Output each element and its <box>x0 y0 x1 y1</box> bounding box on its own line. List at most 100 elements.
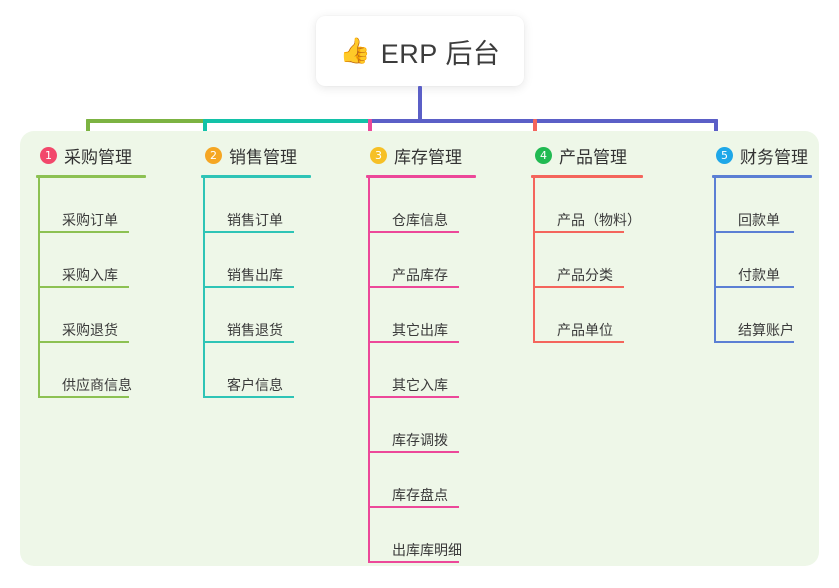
branch-item[interactable]: 库存调拨 <box>368 398 526 453</box>
branch-title: 采购管理 <box>64 147 132 167</box>
connector-bus-segment-right <box>368 119 718 123</box>
branch-item[interactable]: 回款单 <box>714 178 822 233</box>
branch-item-underline <box>716 286 794 288</box>
branch-item-underline <box>40 286 129 288</box>
branch-title: 产品管理 <box>559 147 627 167</box>
branch-item-underline <box>205 396 294 398</box>
branch-item[interactable]: 采购订单 <box>38 178 196 233</box>
branch-header-underline <box>201 175 311 178</box>
branch-item-underline <box>370 451 459 453</box>
branch-item-label: 销售出库 <box>227 267 283 283</box>
branch-item-underline <box>370 506 459 508</box>
branch-item[interactable]: 销售订单 <box>203 178 361 233</box>
branch-item-underline <box>40 231 129 233</box>
branch-item[interactable]: 采购退货 <box>38 288 196 343</box>
branch-item[interactable]: 供应商信息 <box>38 343 196 398</box>
connector-bus-segment-middle <box>203 119 369 123</box>
branch-item[interactable]: 产品库存 <box>368 233 526 288</box>
branch-item-label: 销售订单 <box>227 212 283 228</box>
branch-item-underline <box>370 341 459 343</box>
branch-item-label: 供应商信息 <box>62 377 132 393</box>
branch-title: 销售管理 <box>229 147 297 167</box>
branch-item[interactable]: 采购入库 <box>38 233 196 288</box>
branch-item-list: 销售订单销售出库销售退货客户信息 <box>201 178 361 398</box>
branch-item-underline <box>535 231 624 233</box>
branch-item-underline <box>535 341 624 343</box>
branch-header-1[interactable]: 1 采购管理 <box>36 141 196 169</box>
connector-bus-segment-left <box>86 119 204 123</box>
branch-item-label: 付款单 <box>738 267 780 283</box>
branch-item-label: 采购退货 <box>62 322 118 338</box>
branch-header-2[interactable]: 2 销售管理 <box>201 141 361 169</box>
diagram-panel <box>20 131 819 566</box>
branch-item-label: 产品库存 <box>392 267 448 283</box>
branch-item-underline <box>40 341 129 343</box>
branch-item-label: 结算账户 <box>738 322 794 338</box>
branch-item[interactable]: 库存盘点 <box>368 453 526 508</box>
branch-item[interactable]: 产品（物料） <box>533 178 701 233</box>
branch-index-badge: 5 <box>716 146 733 164</box>
branch-item-underline <box>370 231 459 233</box>
branch-item-label: 库存盘点 <box>392 487 448 503</box>
branch-item[interactable]: 产品单位 <box>533 288 701 343</box>
branch-header-underline <box>712 175 812 178</box>
branch-item-underline <box>205 286 294 288</box>
branch-item-label: 销售退货 <box>227 322 283 338</box>
branch-item-label: 产品单位 <box>557 322 613 338</box>
branch-item-list: 仓库信息产品库存其它出库其它入库库存调拨库存盘点出库库明细 <box>366 178 526 563</box>
branch-item-label: 客户信息 <box>227 377 283 393</box>
branch-item-label: 回款单 <box>738 212 780 228</box>
root-node-title: ERP 后台 <box>380 38 501 69</box>
branch-item-label: 出库库明细 <box>392 542 462 558</box>
branch-item-label: 仓库信息 <box>392 212 448 228</box>
branch-spine <box>38 178 40 398</box>
branch-spine <box>714 178 716 343</box>
branch-item-underline <box>370 286 459 288</box>
branch-item[interactable]: 付款单 <box>714 233 822 288</box>
branch-column-4: 4 产品管理产品（物料） 产品分类产品单位 <box>531 141 701 343</box>
branch-item[interactable]: 结算账户 <box>714 288 822 343</box>
thumbs-up-icon: 👍 <box>339 36 371 65</box>
branch-index-badge: 2 <box>205 146 222 164</box>
branch-item-list: 采购订单采购入库采购退货供应商信息 <box>36 178 196 398</box>
branch-spine <box>533 178 535 343</box>
branch-item-underline <box>40 396 129 398</box>
branch-item[interactable]: 销售退货 <box>203 288 361 343</box>
branch-item[interactable]: 其它出库 <box>368 288 526 343</box>
branch-header-underline <box>366 175 476 178</box>
branch-column-2: 2 销售管理销售订单销售出库销售退货客户信息 <box>201 141 361 398</box>
branch-item-underline <box>370 396 459 398</box>
branch-item-label: 库存调拨 <box>392 432 448 448</box>
branch-item[interactable]: 出库库明细 <box>368 508 526 563</box>
branch-header-4[interactable]: 4 产品管理 <box>531 141 701 169</box>
branch-item-label: 产品分类 <box>557 267 613 283</box>
branch-item-underline <box>205 231 294 233</box>
branch-item-label: 产品（物料） <box>557 212 641 228</box>
branch-item[interactable]: 客户信息 <box>203 343 361 398</box>
branch-index-badge: 1 <box>40 146 57 164</box>
branch-item-label: 采购订单 <box>62 212 118 228</box>
branch-item-underline <box>716 231 794 233</box>
branch-item-underline <box>205 341 294 343</box>
branch-item-list: 产品（物料） 产品分类产品单位 <box>531 178 701 343</box>
connector-root-stem <box>418 86 422 122</box>
branch-item[interactable]: 仓库信息 <box>368 178 526 233</box>
branch-item-underline <box>716 341 794 343</box>
branch-item-label: 采购入库 <box>62 267 118 283</box>
branch-item-label: 其它入库 <box>392 377 448 393</box>
branch-item[interactable]: 其它入库 <box>368 343 526 398</box>
branch-index-badge: 4 <box>535 146 552 164</box>
branch-item[interactable]: 产品分类 <box>533 233 701 288</box>
branch-item[interactable]: 销售出库 <box>203 233 361 288</box>
branch-column-1: 1 采购管理采购订单采购入库采购退货供应商信息 <box>36 141 196 398</box>
branch-index-badge: 3 <box>370 146 387 164</box>
branch-spine <box>203 178 205 398</box>
branch-item-label: 其它出库 <box>392 322 448 338</box>
branch-item-underline <box>535 286 624 288</box>
branch-header-underline <box>531 175 643 178</box>
branch-spine <box>368 178 370 563</box>
